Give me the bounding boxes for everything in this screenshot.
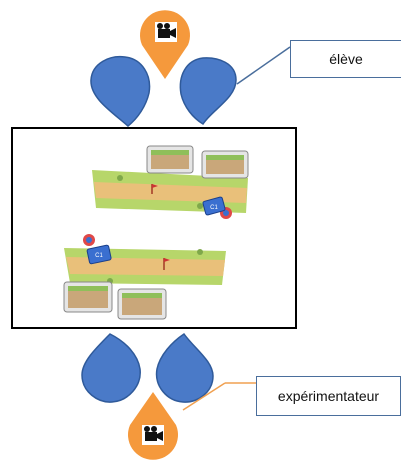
video-camera-icon: [142, 425, 164, 445]
experimenter-connector-line: [182, 382, 226, 411]
top-camera-pin: [140, 10, 191, 80]
student-label: élève: [290, 40, 401, 78]
student-token-upper: C1: [202, 196, 232, 219]
tablet-top-right: [201, 150, 249, 179]
student-connector-line: [236, 46, 291, 85]
experimenter-label-text: expérimentateur: [277, 388, 380, 404]
tablet-bottom-left: [63, 281, 113, 313]
student-token-upper-label: C1: [210, 205, 218, 211]
video-camera-icon: [155, 22, 177, 42]
student-label-text: élève: [329, 51, 363, 67]
student-token-lower: C1: [83, 234, 112, 265]
tablet-top-left: [146, 145, 194, 174]
student-token-lower-label: C1: [95, 253, 103, 259]
tablet-bottom-right: [117, 288, 167, 320]
bottom-blue-drops: [81, 332, 214, 403]
experimenter-label: expérimentateur: [256, 376, 401, 416]
bottom-camera-pin: [128, 392, 178, 460]
top-blue-drops: [90, 55, 237, 127]
